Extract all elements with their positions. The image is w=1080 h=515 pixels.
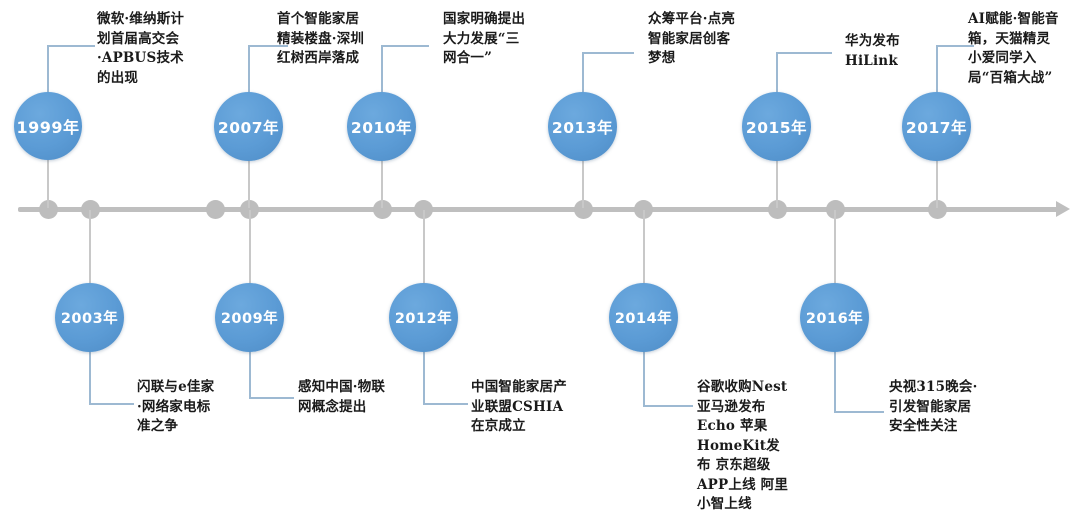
leader-horizontal-2013 — [582, 52, 634, 54]
year-bubble-2013-text: 2013年 — [551, 118, 614, 137]
year-bubble-2014[interactable]: 2014年 — [609, 283, 678, 352]
year-bubble-2007[interactable]: 2007年 — [214, 92, 283, 161]
leader-vertical-1999 — [47, 45, 49, 93]
axis-dot-2009 — [240, 200, 259, 219]
year-bubble-2015-text: 2015年 — [745, 118, 808, 137]
stem-2010 — [381, 160, 383, 208]
leader-vertical-2010 — [381, 45, 383, 93]
event-label-2012: 中国智能家居产业联盟CSHIA在京成立 — [471, 379, 567, 434]
year-bubble-2010-text: 2010年 — [350, 118, 413, 137]
leader-vertical-2007 — [248, 45, 250, 93]
event-label-2010: 国家明确提出大力发展“三网合一” — [443, 11, 526, 66]
stem-2013 — [582, 160, 584, 208]
stem-2009 — [249, 210, 251, 284]
leader-horizontal-2014 — [643, 405, 693, 407]
leader-horizontal-2015 — [776, 52, 832, 54]
axis-dot-2015 — [768, 200, 787, 219]
leader-vertical-2013 — [582, 52, 584, 94]
axis-dot-2010 — [373, 200, 392, 219]
leader-horizontal-2003 — [89, 403, 134, 405]
year-bubble-2013[interactable]: 2013年 — [548, 92, 617, 161]
axis-dot-2003 — [81, 200, 100, 219]
stem-2007 — [248, 160, 250, 208]
stem-2003 — [89, 210, 91, 284]
year-bubble-2007-text: 2007年 — [217, 118, 280, 137]
leader-vertical-2012 — [423, 350, 425, 404]
leader-horizontal-2007 — [248, 45, 288, 47]
event-label-2014: 谷歌收购Nest 亚马逊发布Echo 苹果HomeKit发布 京东超级APP上线… — [697, 379, 789, 512]
leader-horizontal-2012 — [423, 403, 468, 405]
axis-dot-2017 — [928, 200, 947, 219]
leader-horizontal-1999 — [47, 45, 95, 47]
year-bubble-2010[interactable]: 2010年 — [347, 92, 416, 161]
event-label-2016: 央视315晚会·引发智能家居安全性关注 — [889, 379, 978, 434]
stem-1999 — [47, 160, 49, 208]
event-label-2017: AI赋能·智能音箱，天猫精灵小爱同学入局“百箱大战” — [968, 11, 1059, 86]
stem-2012 — [423, 210, 425, 284]
year-bubble-2009[interactable]: 2009年 — [215, 283, 284, 352]
year-bubble-2003[interactable]: 2003年 — [55, 283, 124, 352]
year-bubble-2014-text: 2014年 — [614, 311, 673, 327]
year-bubble-2016-text: 2016年 — [805, 311, 864, 327]
year-bubble-2003-text: 2003年 — [60, 311, 119, 327]
event-label-1999: 微软·维纳斯计划首届高交会·APBUS技术的出现 — [97, 11, 185, 86]
stem-2014 — [643, 210, 645, 284]
year-bubble-2017-text: 2017年 — [905, 118, 968, 137]
axis-dot-2012 — [414, 200, 433, 219]
year-bubble-2012-text: 2012年 — [394, 311, 453, 327]
leader-horizontal-2016 — [834, 411, 884, 413]
year-bubble-2009-text: 2009年 — [220, 311, 279, 327]
axis-dot-1999 — [39, 200, 58, 219]
year-bubble-1999-text: 1999年 — [16, 118, 80, 137]
axis-dot-2013 — [574, 200, 593, 219]
year-bubble-1999[interactable]: 1999年 — [14, 92, 82, 160]
leader-vertical-2003 — [89, 350, 91, 404]
timeline-axis — [18, 207, 1062, 212]
stem-2015 — [776, 160, 778, 208]
year-bubble-2017[interactable]: 2017年 — [902, 92, 971, 161]
event-label-2009: 感知中国·物联网概念提出 — [298, 379, 386, 415]
event-label-2007: 首个智能家居精装楼盘·深圳红树西岸落成 — [277, 11, 365, 66]
year-bubble-2012[interactable]: 2012年 — [389, 283, 458, 352]
axis-dot-2014 — [634, 200, 653, 219]
leader-horizontal-2009 — [249, 397, 294, 399]
event-label-2015: 华为发布HiLink — [845, 33, 900, 69]
leader-vertical-2017 — [936, 45, 938, 93]
leader-vertical-2014 — [643, 350, 645, 406]
event-label-2013: 众筹平台·点亮智能家居创客梦想 — [648, 11, 736, 66]
axis-dot-2016 — [826, 200, 845, 219]
year-bubble-2015[interactable]: 2015年 — [742, 92, 811, 161]
leader-vertical-2015 — [776, 52, 778, 94]
leader-vertical-2009 — [249, 350, 251, 398]
leader-vertical-2016 — [834, 350, 836, 412]
leader-horizontal-2010 — [381, 45, 429, 47]
year-bubble-2016[interactable]: 2016年 — [800, 283, 869, 352]
timeline-arrow-icon — [1056, 201, 1070, 217]
event-label-2003: 闪联与e佳家·网络家电标准之争 — [137, 379, 215, 434]
leader-horizontal-2017 — [936, 45, 974, 47]
stem-2016 — [834, 210, 836, 284]
stem-2017 — [936, 160, 938, 208]
axis-dot-2007 — [206, 200, 225, 219]
